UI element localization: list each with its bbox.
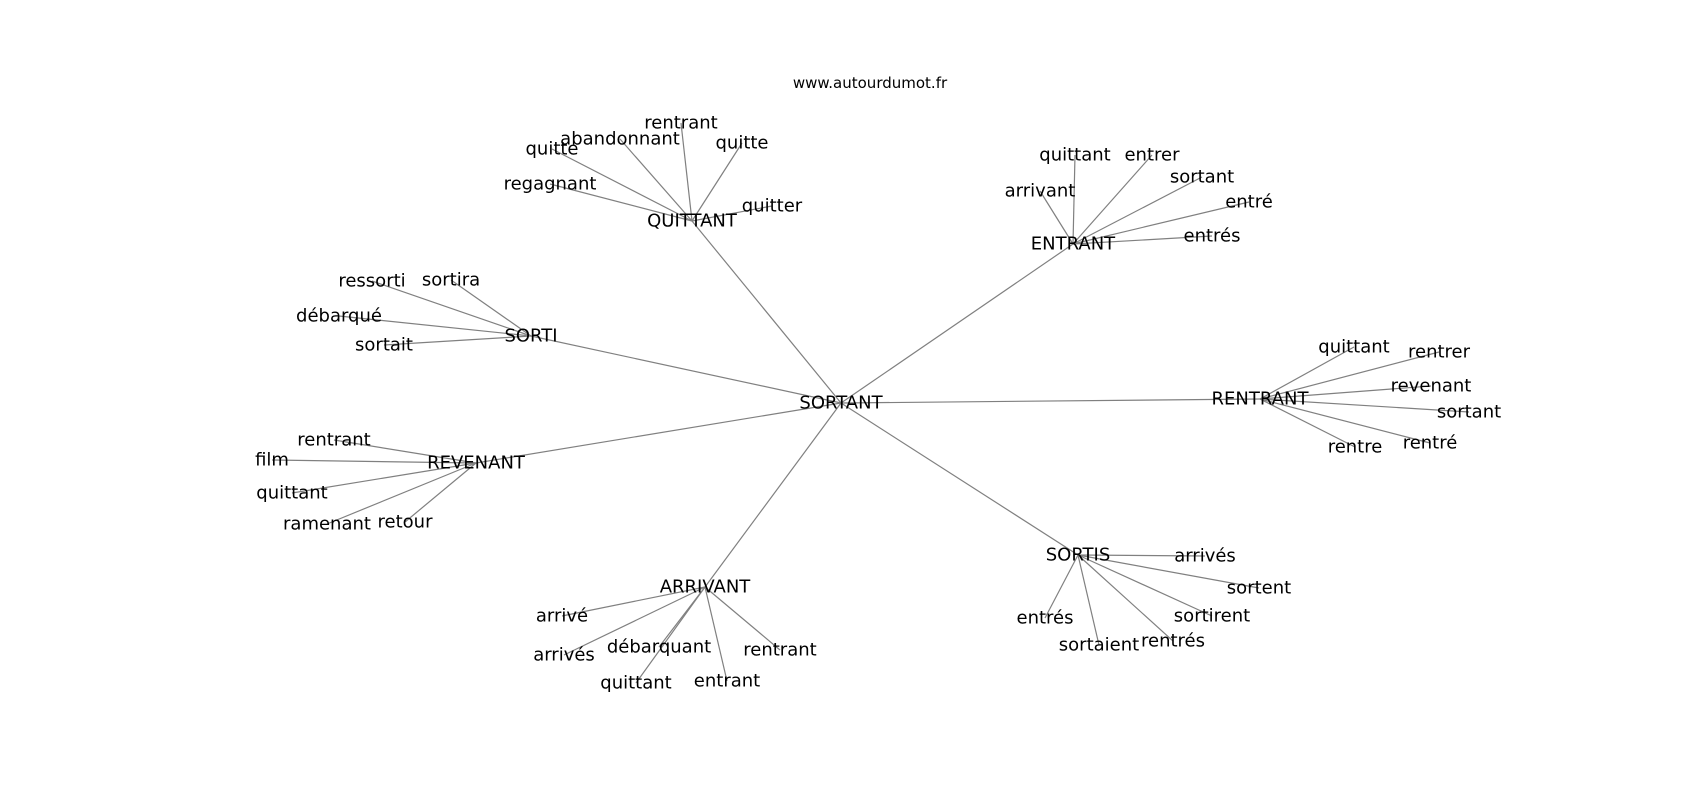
node-leaf-sortaient: sortaient [1059, 635, 1139, 656]
graph-nodes: SORTANTQUITTANTrentrantabandonnantquitte… [255, 113, 1501, 694]
edge-quittant-quitte [551, 148, 693, 222]
node-leaf-quittant: quittant [600, 673, 671, 694]
edge-revenant-quittant [291, 462, 477, 494]
edge-root-entrant [840, 243, 1074, 404]
edge-rentrant-quittant [1259, 346, 1355, 400]
watermark: www.autourdumot.fr [793, 74, 948, 92]
node-leaf-rentrant: rentrant [644, 113, 717, 134]
node-leaf-sortirent: sortirent [1174, 606, 1250, 627]
edge-sorti-sortait [383, 335, 532, 346]
edge-arrivant-rentrant [704, 586, 781, 651]
node-leaf-retour: retour [378, 512, 434, 533]
node-leaf-sortira: sortira [422, 270, 480, 291]
node-leaf-film: film [255, 450, 289, 471]
node-leaf-entres: entrés [1017, 608, 1074, 629]
edge-entrant-entrer [1072, 154, 1153, 245]
edge-root-rentrant [840, 398, 1261, 404]
node-leaf-rentres: rentrés [1141, 631, 1205, 652]
node-leaf-revenant: revenant [1391, 376, 1472, 397]
node-leaf-ressorti: ressorti [338, 271, 405, 292]
edge-rentrant-sortant [1259, 398, 1470, 413]
node-leaf-sortait: sortait [355, 335, 413, 356]
edge-entrant-arrivant [1039, 190, 1074, 245]
edge-quittant-rentrant [680, 122, 693, 222]
node-leaf-rentrer: rentrer [1408, 342, 1471, 363]
edge-arrivant-arrive [561, 586, 706, 617]
edge-rentrant-rentre [1259, 398, 1431, 444]
edge-entrant-quittant [1072, 154, 1076, 245]
node-leaf-entrer: entrer [1124, 145, 1180, 166]
edge-revenant-retour [404, 462, 477, 523]
edge-root-sorti [530, 335, 842, 404]
edge-root-sortis [840, 402, 1079, 556]
node-leaf-rentre: rentre [1328, 437, 1383, 458]
node-leaf-arrives: arrivés [533, 645, 595, 666]
edge-rentrant-rentrer [1259, 351, 1440, 400]
edge-root-revenant [475, 402, 842, 464]
node-leaf-sortent: sortent [1227, 578, 1291, 599]
node-leaf-quitte: quitte [525, 139, 578, 160]
node-hub-sortis: SORTIS [1046, 545, 1111, 566]
node-leaf-rentrant: rentrant [743, 640, 816, 661]
node-leaf-rentre: rentré [1403, 433, 1458, 454]
node-leaf-quittant: quittant [256, 483, 327, 504]
edge-sortis-entres [1044, 554, 1079, 619]
node-hub-revenant: REVENANT [427, 453, 526, 474]
edge-sortis-sortaient [1077, 554, 1100, 646]
node-leaf-quittant: quittant [1318, 337, 1389, 358]
edge-sorti-ressorti [371, 280, 532, 337]
edge-revenant-film [271, 459, 477, 464]
edge-sortis-sortent [1077, 554, 1260, 589]
node-leaf-debarquant: débarquant [607, 637, 711, 658]
node-root-sortant: SORTANT [799, 393, 883, 414]
edge-arrivant-entrant [704, 586, 728, 682]
edge-revenant-ramenant [326, 462, 477, 525]
node-leaf-arrivant: arrivant [1005, 181, 1076, 202]
edge-root-quittant [691, 220, 842, 404]
edge-entrant-entres [1072, 235, 1213, 245]
node-leaf-quitter: quitter [742, 196, 803, 217]
edge-sortis-sortirent [1077, 554, 1213, 617]
node-hub-arrivant: ARRIVANT [660, 577, 752, 598]
edge-arrivant-arrives [563, 586, 706, 656]
node-leaf-ramenant: ramenant [283, 514, 371, 535]
edge-sortis-arrives [1077, 554, 1206, 557]
node-leaf-entrant: entrant [694, 671, 760, 692]
edge-quittant-abandonnant [619, 138, 693, 222]
edge-rentrant-rentre [1259, 398, 1356, 448]
node-leaf-arrive: arrivé [536, 606, 588, 627]
edge-sorti-sortira [450, 279, 532, 337]
node-leaf-regagnant: regagnant [504, 174, 597, 195]
node-leaf-entres: entrés [1184, 226, 1241, 247]
edge-arrivant-quittant [635, 586, 706, 684]
node-hub-quittant: QUITTANT [647, 211, 738, 232]
edge-entrant-entre [1072, 201, 1250, 245]
edge-entrant-sortant [1072, 176, 1203, 245]
node-leaf-sortant: sortant [1437, 402, 1501, 423]
edge-root-arrivant [704, 402, 842, 588]
graph-edges [271, 122, 1470, 684]
node-leaf-abandonnant: abandonnant [560, 129, 680, 150]
node-leaf-quitte: quitte [715, 133, 768, 154]
edge-rentrant-revenant [1259, 385, 1432, 400]
edge-quittant-quitter [691, 205, 773, 222]
node-leaf-entre: entré [1225, 192, 1273, 213]
edge-sortis-rentres [1077, 554, 1174, 642]
edge-revenant-rentrant [333, 439, 477, 464]
node-hub-entrant: ENTRANT [1031, 234, 1116, 255]
node-leaf-arrives: arrivés [1174, 546, 1236, 567]
node-leaf-debarque: débarqué [296, 306, 382, 327]
node-leaf-sortant: sortant [1170, 167, 1234, 188]
node-leaf-rentrant: rentrant [297, 430, 370, 451]
node-leaf-quittant: quittant [1039, 145, 1110, 166]
node-hub-sorti: SORTI [504, 326, 557, 347]
edge-quittant-regagnant [549, 183, 693, 222]
edge-quittant-quitte [691, 142, 743, 222]
edge-sorti-debarque [338, 315, 532, 337]
node-hub-rentrant: RENTRANT [1212, 389, 1310, 410]
